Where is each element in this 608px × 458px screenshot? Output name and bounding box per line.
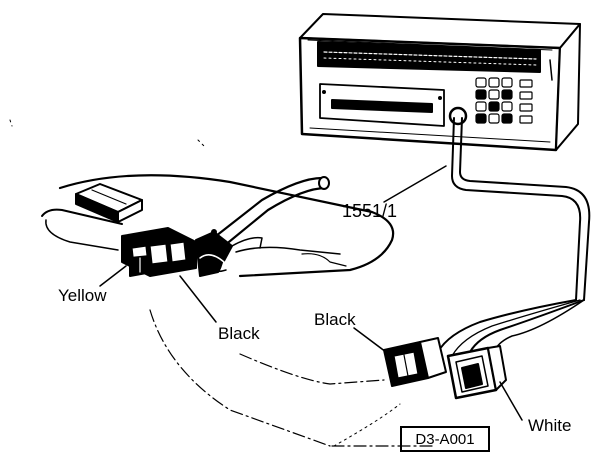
leader-yellow (99, 265, 127, 287)
black-wire-label: Black (218, 324, 260, 343)
leader-black-left (179, 275, 217, 323)
yellow-wire-label: Yellow (58, 286, 107, 305)
leader-black-right (353, 327, 387, 353)
hidden-outlines-dots (9, 119, 401, 447)
cable-port (448, 106, 468, 126)
figure-id: D3-A001 (400, 426, 490, 452)
display-window (317, 41, 541, 73)
tester-unit (298, 13, 581, 152)
card-slot (319, 83, 445, 127)
connector-assembly-left (121, 227, 233, 277)
vehicle-cable (214, 176, 330, 249)
tester-cable (451, 117, 591, 301)
white-connector-label: White (528, 416, 572, 435)
keypad (475, 59, 553, 124)
connector-white (446, 345, 507, 400)
connector-black-right (383, 337, 447, 387)
black-connector-label: Black (314, 310, 356, 329)
leader-cable (383, 165, 447, 203)
cable-label: 1551/1 (342, 201, 398, 221)
hidden-outlines (149, 309, 437, 447)
panel-block (75, 183, 143, 223)
mounting-panel (41, 174, 395, 278)
leader-white (499, 381, 523, 421)
cable-split (437, 299, 585, 357)
